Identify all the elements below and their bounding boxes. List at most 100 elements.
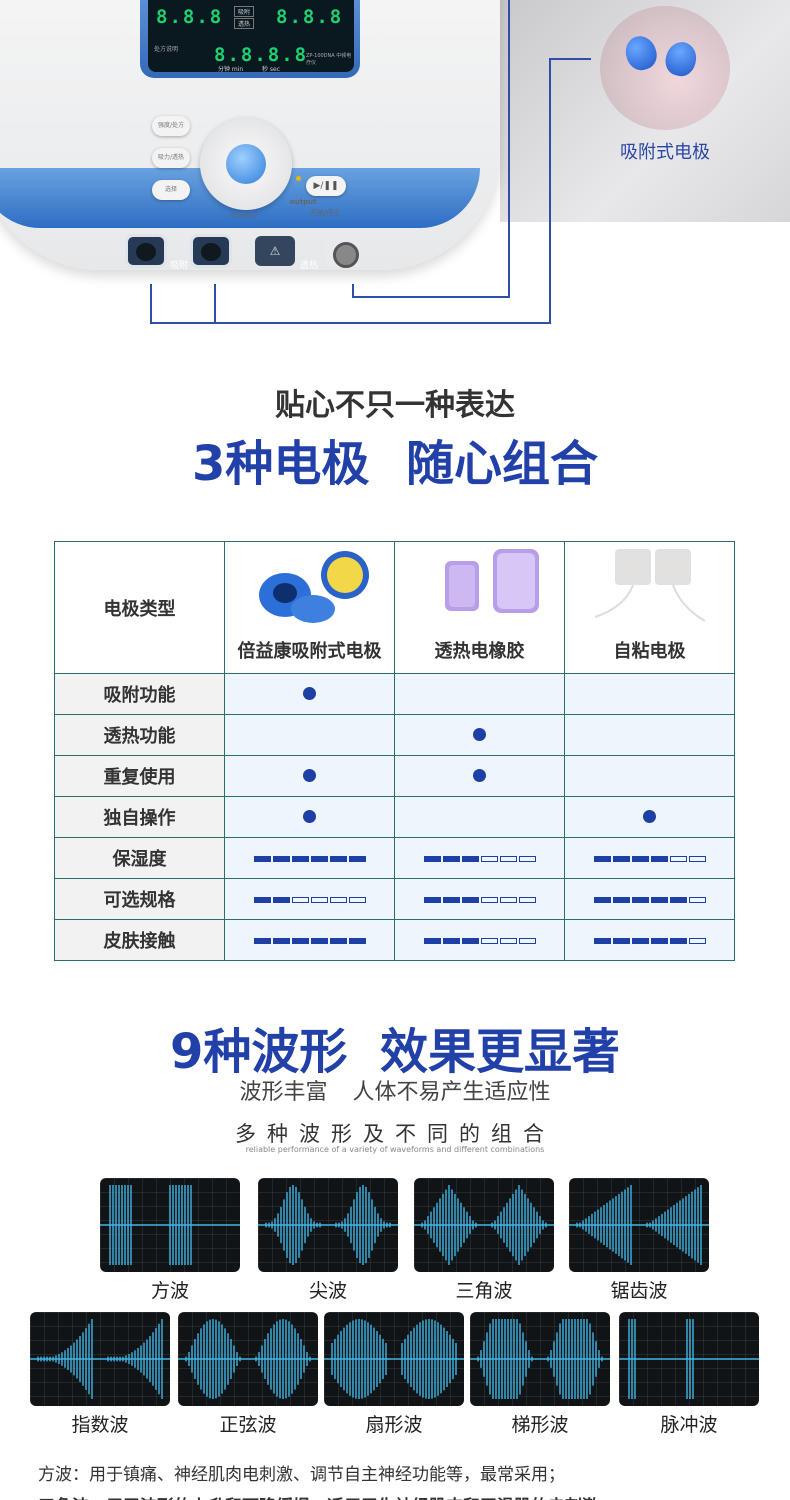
table-row: 吸附功能: [54, 673, 735, 715]
rating-bar-segment: [461, 855, 479, 862]
leader-line: [150, 322, 550, 324]
suction-port-2: [190, 234, 232, 268]
select-button: 选择: [152, 180, 190, 200]
table-cell: [394, 796, 565, 838]
rating-bar-segment: [329, 896, 347, 903]
table-row: 可选规格: [54, 878, 735, 920]
rating-bar-segment: [480, 855, 498, 862]
table-cell: [224, 919, 395, 961]
table-header-row: 电极类型 倍益康吸附式电极: [54, 541, 735, 674]
rating-bar-segment: [612, 937, 630, 944]
section-heading: 3种电极 随心组合: [191, 436, 599, 492]
column-label: 自粘电极: [613, 641, 686, 662]
leader-line: [214, 284, 216, 324]
table-cell: [394, 673, 565, 715]
leader-line: [150, 284, 152, 324]
waveform-spike: [258, 1178, 398, 1272]
row-label: 独自操作: [54, 796, 225, 838]
rating-bar-segment: [650, 937, 668, 944]
waveform-label: 梯形波: [511, 1414, 569, 1436]
rating-bar-segment: [272, 896, 290, 903]
display-bottom: 8.8.8.8: [214, 44, 309, 66]
rating-bar-segment: [669, 896, 687, 903]
feature-dot-icon: [643, 809, 656, 823]
rating-bar-segment: [461, 937, 479, 944]
feature-dot-icon: [303, 809, 316, 823]
rating-bar-segment: [348, 896, 366, 903]
waveform-triangle: [414, 1178, 554, 1272]
waveform-sine: [178, 1312, 318, 1406]
rating-bar-segment: [329, 937, 347, 944]
table-corner-cell: 电极类型: [54, 541, 225, 674]
waveform-trapezoid: [470, 1312, 610, 1406]
description-line: 三角波：用于波形的上升和下降缓慢，适用于失神经肌肉和平滑肌的电刺激: [38, 1492, 599, 1500]
row-label: 皮肤接触: [54, 919, 225, 961]
column-heat-rubber: 透热电橡胶: [394, 541, 565, 674]
waveform-label: 三角波: [455, 1280, 513, 1302]
row-label: 重复使用: [54, 755, 225, 797]
rating-bar-segment: [291, 937, 309, 944]
heat-rubber-image: [415, 547, 545, 629]
waveform-exponential: [30, 1312, 170, 1406]
device-display: 8.8.8 8.8.8 8.8.8.8 吸附 透热 处方说明 ZP-100DNA…: [148, 0, 354, 73]
suction-cup-icon: [621, 31, 661, 75]
rating-bar-segment: [291, 855, 309, 862]
rating-bar-segment: [272, 937, 290, 944]
suction-electrode-inset: [600, 6, 730, 130]
rating-bar-segment: [499, 896, 517, 903]
rating-bar-segment: [669, 937, 687, 944]
rating-bar-segment: [461, 896, 479, 903]
leader-line: [549, 58, 551, 324]
table-cell: [564, 837, 735, 879]
rating-bar-segment: [631, 855, 649, 862]
rating-bar-segment: [423, 937, 441, 944]
rating-bar-segment: [593, 855, 611, 862]
rating-bar-segment: [348, 855, 366, 862]
waveform-label: 指数波: [71, 1414, 129, 1436]
waveform-label: 脉冲波: [660, 1414, 718, 1436]
rating-bar-segment: [310, 896, 328, 903]
table-cell: [224, 714, 395, 756]
rating-bar-segment: [423, 855, 441, 862]
rating-bar-segment: [499, 855, 517, 862]
row-label: 透热功能: [54, 714, 225, 756]
table-cell: [394, 714, 565, 756]
rating-bars: [253, 937, 366, 944]
leader-line: [352, 284, 354, 298]
rating-bar-segment: [593, 896, 611, 903]
rating-bars: [593, 855, 706, 862]
waveform-label: 正弦波: [219, 1414, 277, 1436]
table-cell: [224, 878, 395, 920]
table-cell: [394, 878, 565, 920]
table-cell: [564, 796, 735, 838]
start-stop-label: 开始/停止: [310, 209, 341, 217]
table-cell: [224, 673, 395, 715]
feature-dot-icon: [473, 768, 486, 782]
display-top-right: 8.8.8: [276, 6, 344, 28]
control-knob: [226, 144, 266, 184]
rating-bar-segment: [310, 937, 328, 944]
table-row: 重复使用: [54, 755, 735, 797]
inset-caption: 吸附式电极: [620, 142, 710, 163]
column-self-adhesive: 自粘电极: [564, 541, 735, 674]
rating-bar-segment: [348, 937, 366, 944]
leader-line: [352, 296, 510, 298]
rating-bar-segment: [442, 937, 460, 944]
heat-port-label: 透热: [300, 261, 319, 271]
knob-label: iControl: [230, 212, 258, 220]
rating-bar-segment: [310, 855, 328, 862]
rating-bar-segment: [688, 896, 706, 903]
suction-heat-button: 吸力/透热: [152, 148, 190, 168]
leader-line: [549, 58, 591, 60]
waves-tagline-english: reliable performance of a variety of wav…: [245, 1145, 545, 1154]
rating-bar-segment: [253, 896, 271, 903]
rating-bar-segment: [291, 896, 309, 903]
rating-bar-segment: [612, 896, 630, 903]
rating-bar-segment: [518, 855, 536, 862]
rating-bar-segment: [329, 855, 347, 862]
column-suction-electrode: 倍益康吸附式电极: [224, 541, 395, 674]
play-pause-button: ▶/❚❚: [306, 176, 346, 196]
output-label: output: [290, 198, 317, 206]
rating-bar-segment: [253, 937, 271, 944]
rating-bar-segment: [688, 855, 706, 862]
